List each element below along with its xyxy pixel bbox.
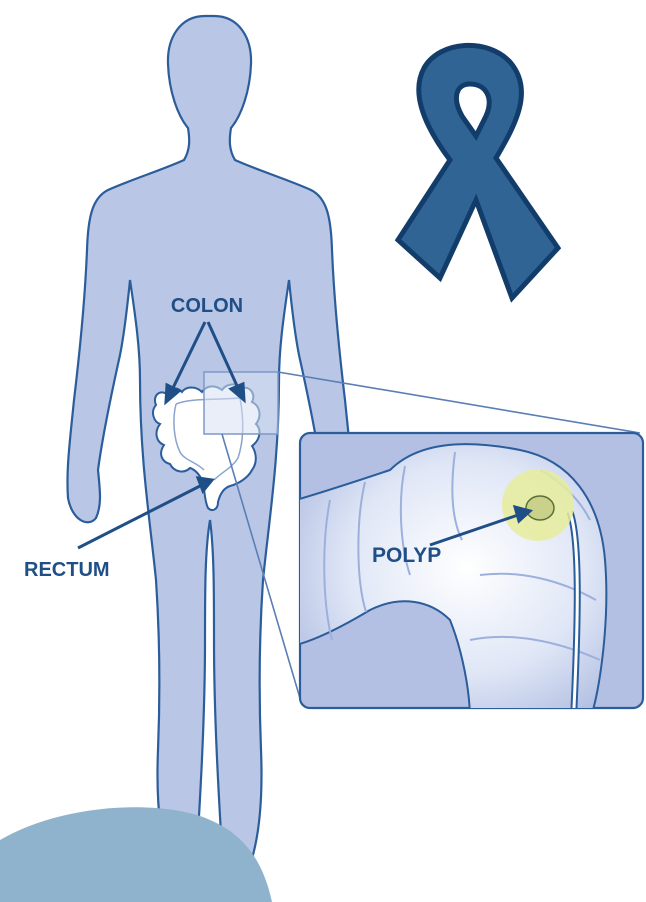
rectum-label: RECTUM [24, 559, 110, 581]
polyp-label: POLYP [372, 544, 441, 567]
colon-label: COLON [171, 295, 243, 317]
inset-panel [296, 433, 643, 720]
zoom-source-box [204, 372, 278, 434]
polyp [526, 496, 554, 520]
awareness-ribbon-icon [398, 45, 558, 298]
